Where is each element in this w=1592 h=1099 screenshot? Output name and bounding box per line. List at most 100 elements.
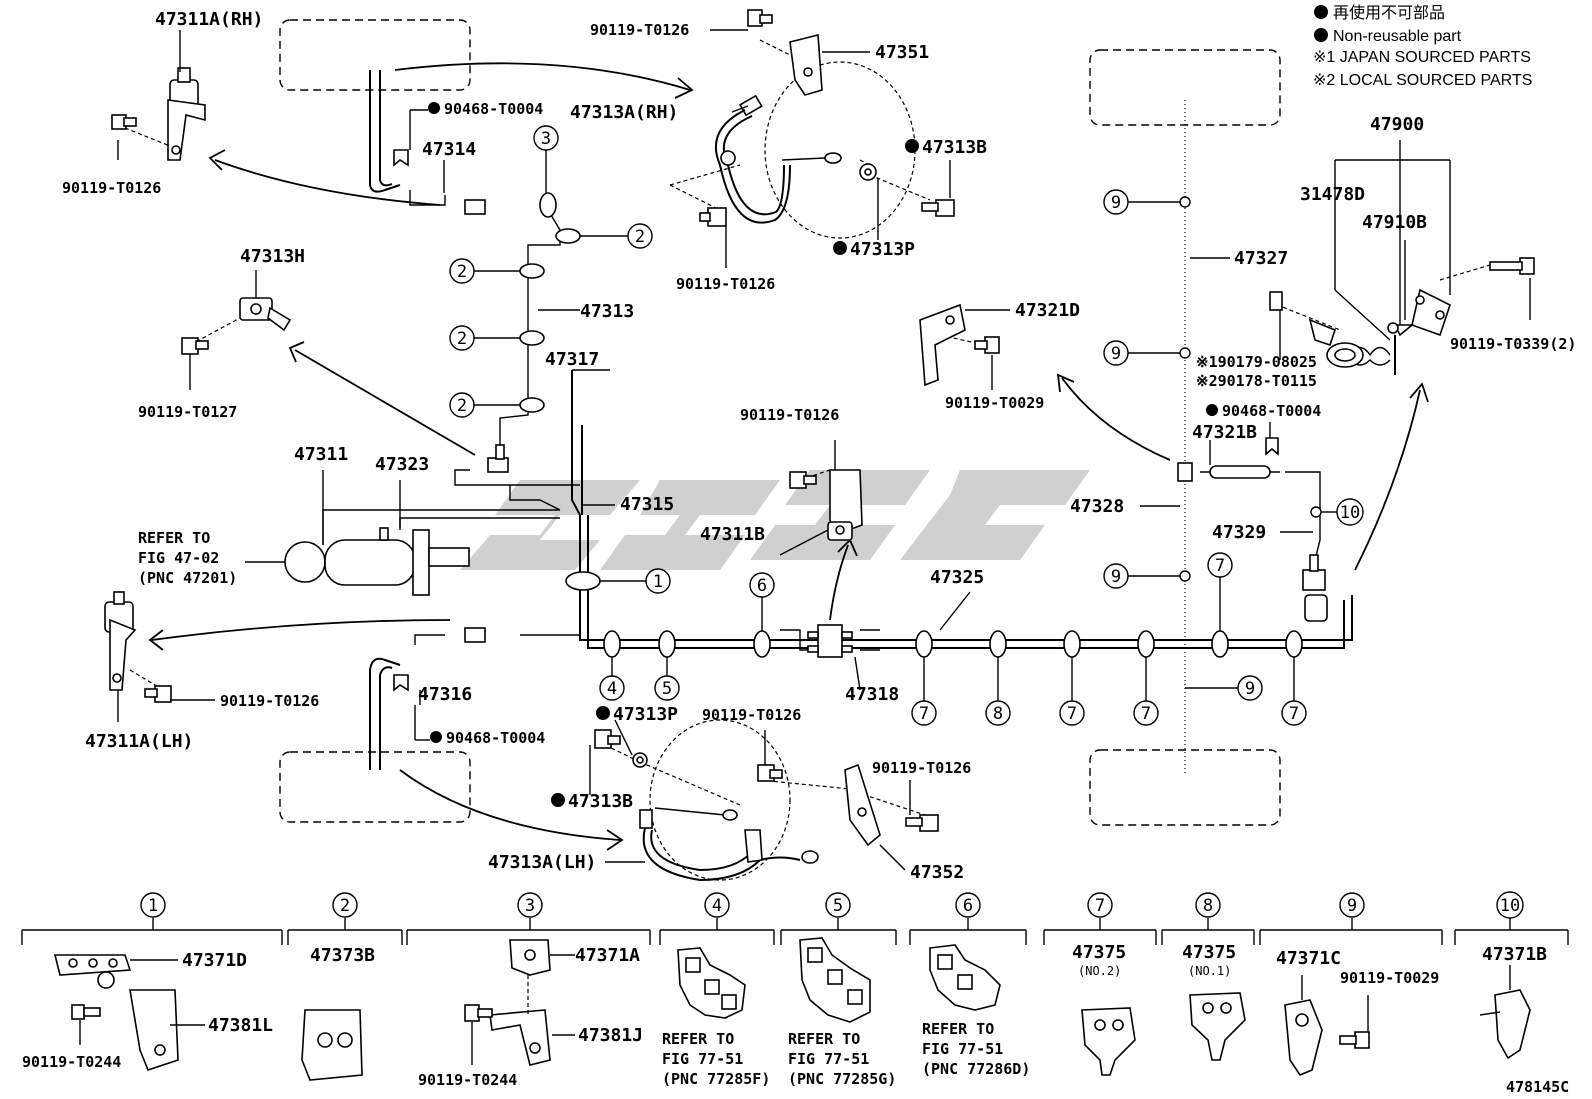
label-no-1: (NO.1) [1188,964,1231,978]
clip-47375-no2-icon [1081,1007,1136,1076]
watermark-logo [460,470,1090,570]
master-cylinder [284,527,470,596]
bolt-icon [699,207,727,227]
label-90468-t0004: 90468-T0004 [1222,402,1321,420]
label-47381j: 47381J [578,1025,643,1046]
callout-9: 9 [1111,344,1121,364]
non-reusable-mark-icon [1206,404,1218,416]
mount-box-top-left [279,19,471,91]
label-47381l: 47381L [208,1015,273,1036]
label-fig-77-51: FIG 77-51 [922,1040,1003,1058]
clip-47371d-icon [53,954,179,1071]
label-47313b: 47313B [922,137,987,158]
callout-7: 7 [919,704,929,724]
legend-note-1: ※1 JAPAN SOURCED PARTS [1313,49,1531,66]
label-no-2: (NO.2) [1078,964,1121,978]
label-47327: 47327 [1234,248,1288,269]
label-47351: 47351 [875,42,929,63]
clip-oval [539,192,557,218]
label-47329: 47329 [1212,522,1266,543]
table-callout-3: 3 [525,896,535,916]
label-47316: 47316 [418,684,472,705]
label-90119-t0126: 90119-T0126 [676,275,775,293]
bracket-47311a-lh [104,591,137,691]
clip-oval [555,228,581,244]
label-47314: 47314 [422,139,476,160]
clip-47321b [1265,437,1279,456]
table-callout-9: 9 [1347,896,1357,916]
non-reusable-mark-icon [905,139,919,153]
bolt-icon [747,9,773,27]
label-47318: 47318 [845,684,899,705]
clip-oval [915,630,933,658]
label-47311a-lh: 47311A(LH) [85,731,193,752]
callout-7: 7 [1141,704,1151,724]
label-90119-t0126: 90119-T0126 [872,759,971,777]
table-callout-10: 10 [1500,896,1520,916]
label-47313h: 47313H [240,246,305,267]
clip-oval [519,263,545,279]
non-reusable-mark-icon [1314,5,1328,19]
label-47313a-lh: 47313A(LH) [488,852,596,873]
label-pnc-77286d: (PNC 77286D) [922,1060,1030,1078]
label-fig-47-02: FIG 47-02 [138,549,219,567]
label-90119-t0029: 90119-T0029 [945,394,1044,412]
clip-47314 [393,149,409,167]
bolt-icon [1269,291,1283,311]
joint-icon [464,199,486,215]
callout-2: 2 [457,262,467,282]
tee-joint-icon [495,444,505,460]
hose-top [369,70,401,193]
legend-note-2: ※2 LOCAL SOURCED PARTS [1313,72,1532,89]
label-47321b: 47321B [1192,422,1257,443]
joint-47318 [807,624,853,658]
callout-9: 9 [1245,679,1255,699]
clip-oval [519,397,545,413]
clip-oval [603,630,621,658]
label-90119-t0244: 90119-T0244 [418,1071,517,1089]
label-90119-t0126: 90119-T0126 [702,706,801,724]
label-47323: 47323 [375,454,429,475]
clip-47316 [393,674,409,692]
label-47373b: 47373B [310,945,375,966]
parts [104,9,1535,882]
label-47910b: 47910B [1362,212,1427,233]
label-fig-77-51: FIG 77-51 [788,1050,869,1068]
callout-2: 2 [457,329,467,349]
non-reusable-mark-icon [551,793,565,807]
table-callout-2: 2 [340,896,350,916]
clip-reference-table: 1 2 3 4 5 6 7 8 9 10 47371D 4 [21,891,1569,1089]
callouts: 3 2 2 2 2 1 4 5 6 7 8 7 7 7 7 9 9 9 9 [449,125,1364,726]
label-47313b: 47313B [568,791,633,812]
clip-77285g-icon [799,937,871,1023]
legend-non-reusable-en: Non-reusable part [1333,28,1462,45]
label-90119-t0339: 90119-T0339(2) [1450,335,1576,353]
label-refer-to: REFER TO [662,1030,734,1048]
label-47900: 47900 [1370,114,1424,135]
label-47315: 47315 [620,494,674,515]
table-callout-7: 7 [1095,896,1105,916]
bolt-icon [144,685,172,703]
part-labels: 47311A(RH) 90119-T0126 90119-T0126 47351… [62,9,1576,883]
label-290178-t0115: ※290178-T0115 [1196,372,1317,390]
callout-7: 7 [1067,704,1077,724]
label-47311b: 47311B [700,524,765,545]
legend-non-reusable-jp: 再使用不可部品 [1333,4,1445,22]
hose-47313a-rh [715,94,842,224]
mount-box-top-right [1089,49,1281,126]
bolt-icon [921,199,955,217]
label-90468-t0004: 90468-T0004 [444,100,543,118]
label-190179-08025: ※190179-08025 [1196,353,1317,371]
load-sensing-valve-47900 [1308,288,1451,375]
leader-lines [117,29,1531,871]
label-47375: 47375 [1182,942,1236,963]
table-callout-8: 8 [1203,896,1213,916]
clip-oval [565,571,601,591]
tee-joint-icon [487,457,509,473]
clip-oval [753,630,771,658]
clip-oval [1063,630,1081,658]
callout-9: 9 [1111,193,1121,213]
callout-1: 1 [653,572,663,592]
table-callout-4: 4 [712,896,722,916]
